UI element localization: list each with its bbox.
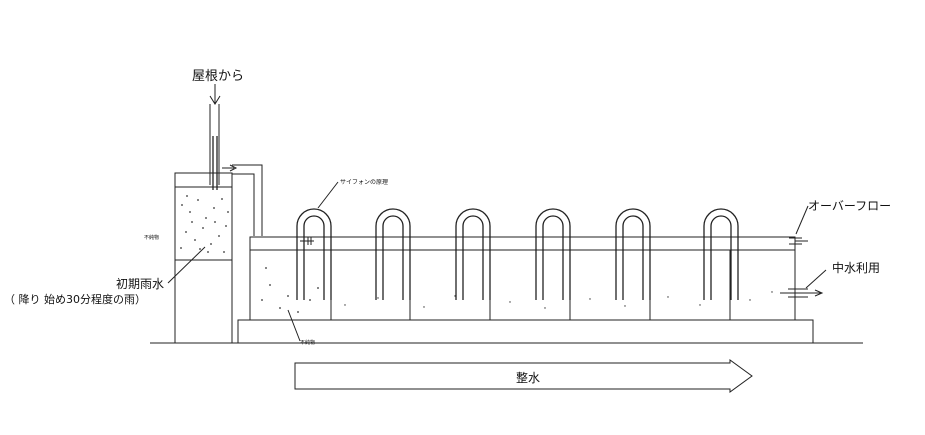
- siphon-tube-2: [375, 208, 411, 300]
- siphon-tube-4: [535, 208, 571, 300]
- siphon-tube-6: [703, 208, 739, 300]
- sediment-bottom-leader: [287, 309, 301, 342]
- siphon-tube-3: [455, 208, 491, 300]
- overflow-label: オーバーフロー: [808, 199, 891, 213]
- overflow-outlet: [789, 237, 808, 245]
- graywater-label: 中水利用: [832, 260, 880, 275]
- sediment-left-label: 不純物: [144, 234, 159, 241]
- base-slab: [237, 319, 814, 344]
- first-flush-speckles: [180, 195, 229, 253]
- siphon-tube-5: [615, 208, 651, 300]
- first-flush-leader: [167, 246, 206, 284]
- sediment-bottom-label: 不純物: [300, 339, 315, 346]
- flow-arrow: [294, 359, 753, 393]
- siphon-tube-1: [296, 208, 332, 300]
- siphon-principle-leader: [317, 181, 339, 209]
- roof-arrow: [209, 84, 221, 105]
- clarification-label: 整水: [516, 370, 540, 385]
- siphon-principle-label: サイフォンの原理: [340, 179, 388, 186]
- tank-partitions: [330, 250, 731, 320]
- graywater-outlet: [780, 288, 824, 298]
- first-flush-tank: [174, 172, 233, 344]
- graywater-leader: [805, 269, 827, 289]
- from-roof-label: 屋根から: [192, 69, 244, 84]
- first-flush-note: （ 降り 始め30分程度の雨）: [4, 292, 146, 306]
- inlet-valve: [300, 237, 314, 245]
- transfer-pipe: [222, 164, 263, 236]
- roof-inlet-pipe: [209, 104, 220, 190]
- first-flush-label: 初期雨水: [116, 277, 164, 291]
- overflow-leader: [795, 205, 809, 235]
- tank-speckles: [261, 267, 773, 313]
- filtration-tank: [249, 236, 796, 321]
